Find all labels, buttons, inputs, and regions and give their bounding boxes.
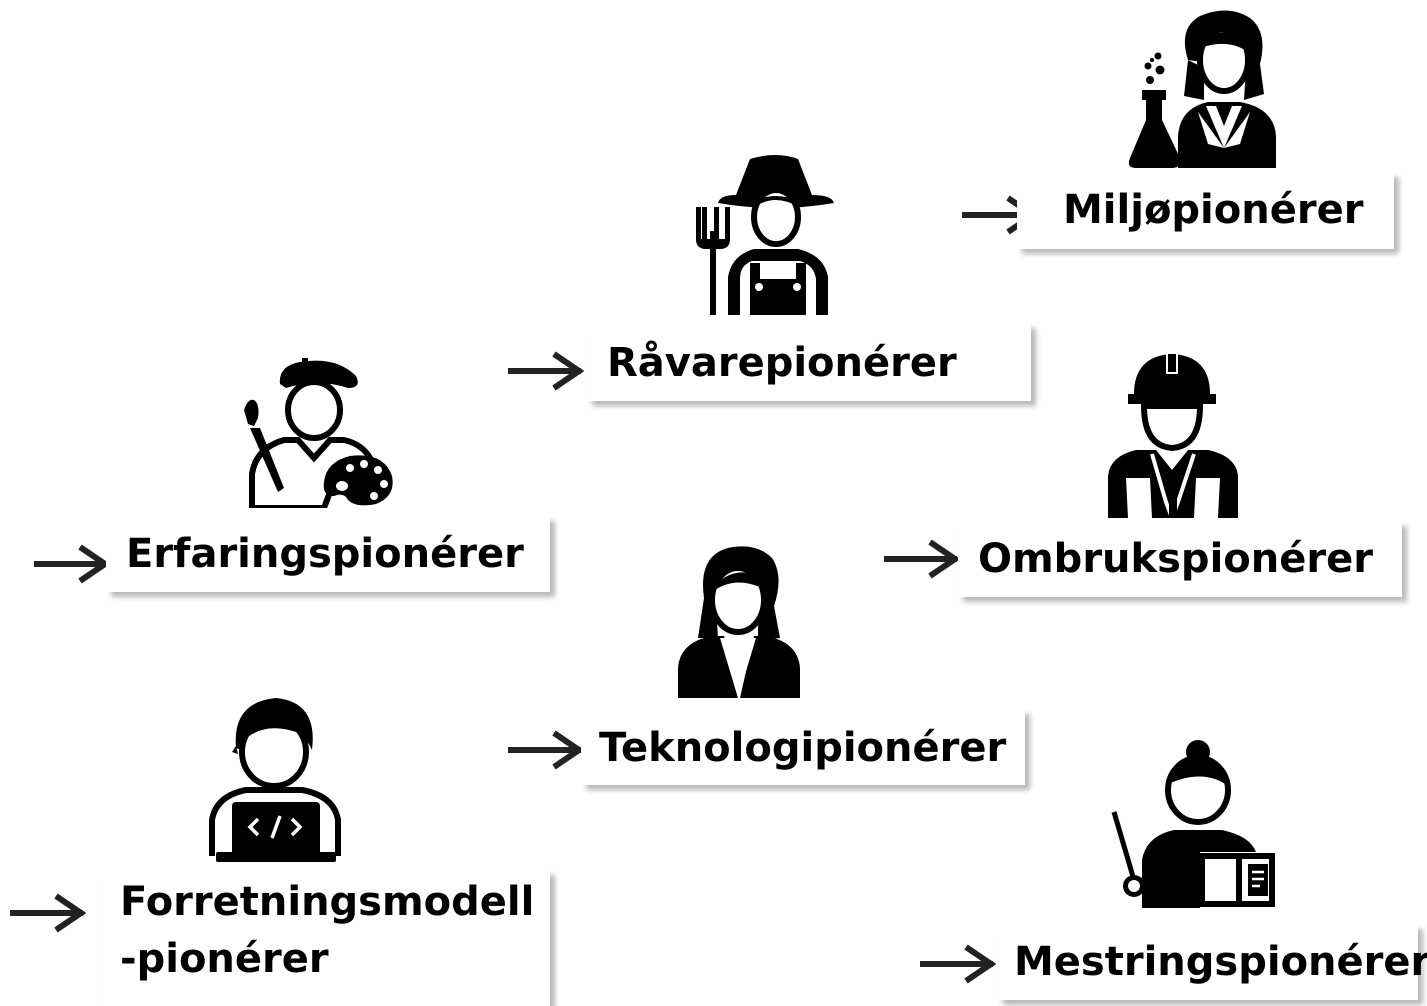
label-teknologi: Teknologipionérer: [581, 709, 1025, 785]
label-erfaring: Erfaringspionérer: [106, 516, 550, 592]
arrow-teknologi: [508, 730, 584, 770]
businesswoman-icon: [676, 546, 802, 698]
painter-icon: [238, 358, 396, 508]
label-forretning-line1: Forretningsmodell: [120, 879, 535, 925]
construction-worker-icon: [1106, 352, 1240, 518]
arrow-mestring: [920, 944, 996, 984]
teacher-icon: [1108, 740, 1276, 908]
arrow-erfaring: [34, 544, 110, 584]
farmer-icon: [692, 155, 838, 315]
developer-laptop-icon: [206, 696, 346, 864]
label-teknologi-text: Teknologipionérer: [599, 725, 1007, 771]
label-erfaring-text: Erfaringspionérer: [126, 531, 524, 577]
label-mestring-text: Mestringspionérer: [1014, 939, 1427, 985]
label-forretning-line2: -pionérer: [120, 936, 329, 982]
label-ombruk-text: Ombrukspionérer: [978, 536, 1373, 582]
label-forretning: Forretningsmodell -pionérer: [102, 870, 550, 1006]
arrow-ombruk: [884, 539, 960, 579]
arrow-ravare: [508, 351, 584, 391]
label-ombruk: Ombrukspionérer: [958, 521, 1402, 597]
label-mestring: Mestringspionérer: [998, 924, 1427, 1000]
scientist-woman-icon: [1128, 8, 1286, 168]
arrow-forretning: [10, 893, 86, 933]
label-miljo-text: Miljøpionérer: [1063, 187, 1364, 233]
label-ravare-text: Råvarepionérer: [607, 340, 957, 386]
label-ravare: Råvarepionérer: [587, 323, 1031, 401]
label-miljo: Miljøpionérer: [1017, 172, 1394, 249]
